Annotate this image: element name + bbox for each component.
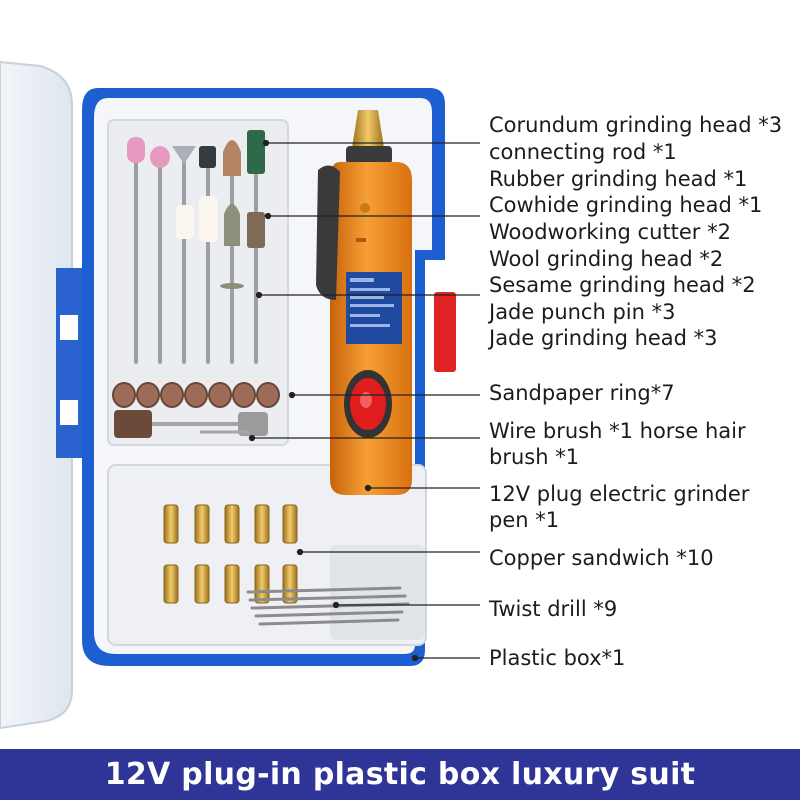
box-latch: [434, 292, 456, 372]
label-wire-brush: Wire brush *1 horse hair brush *1: [489, 419, 746, 469]
label-connecting-rod: connecting rod *1: [489, 140, 677, 164]
label-sandpaper-ring: Sandpaper ring*7: [489, 381, 675, 405]
label-corundum-grinding-head: Corundum grinding head *3: [489, 113, 783, 137]
label-jade-punch-pin: Jade punch pin *3: [489, 300, 676, 324]
sandpaper-rings: [112, 382, 280, 408]
box-lid: [0, 60, 82, 730]
label-copper-sandwich: Copper sandwich *10: [489, 546, 714, 570]
title-banner: 12V plug-in plastic box luxury suit: [0, 749, 800, 800]
bits-tray: [107, 119, 289, 446]
lower-tray: [107, 464, 427, 646]
brushes: [114, 410, 268, 438]
leader-lines: [248, 139, 480, 662]
label-rubber-grinding-head: Rubber grinding head *1: [489, 167, 748, 191]
grinder-pen: [316, 110, 412, 495]
banner-title: 12V plug-in plastic box luxury suit: [104, 757, 696, 792]
label-plastic-box: Plastic box*1: [489, 646, 626, 670]
label-sesame-grinding-head: Sesame grinding head *2: [489, 273, 756, 297]
label-grinder-pen: 12V plug electric grinder pen *1: [489, 482, 750, 532]
label-twist-drill: Twist drill *9: [489, 597, 618, 621]
label-cowhide-grinding-head: Cowhide grinding head *1: [489, 193, 763, 217]
label-woodworking-cutter: Woodworking cutter *2: [489, 220, 731, 244]
copper-collets: [163, 504, 298, 604]
label-wool-grinding-head: Wool grinding head *2: [489, 247, 724, 271]
label-jade-grinding-head: Jade grinding head *3: [489, 326, 718, 350]
